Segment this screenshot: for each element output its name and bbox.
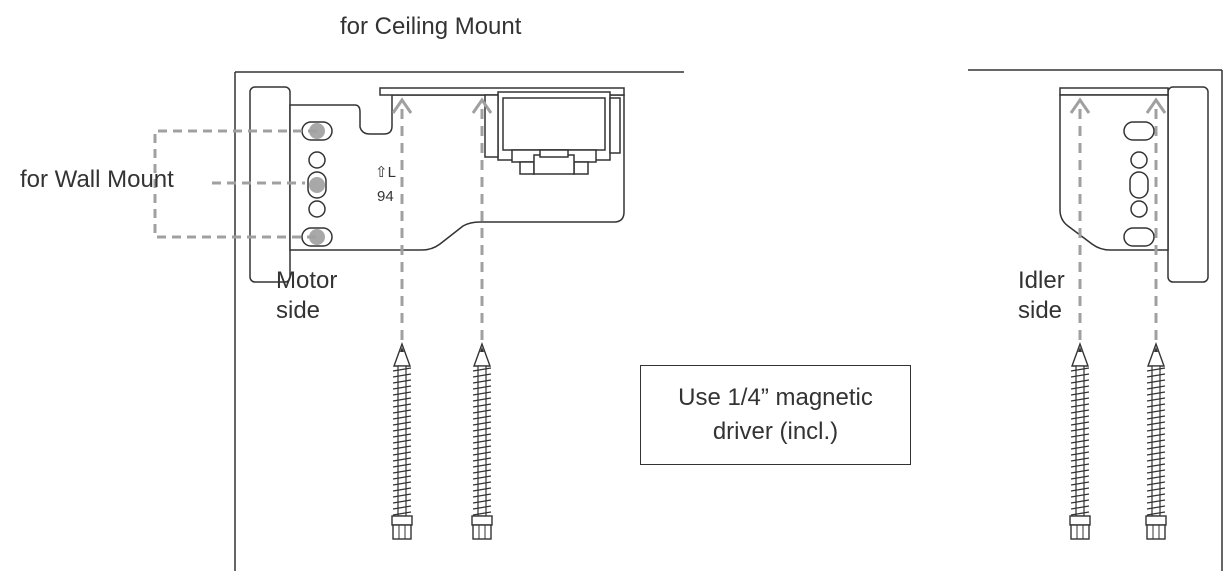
idler-side-label-line2: side	[1018, 297, 1063, 324]
idler-side-bracket	[1059, 86, 1209, 283]
screw-idler-2	[1145, 343, 1167, 540]
ceiling-mount-label: for Ceiling Mount	[340, 13, 522, 40]
driver-note-box: Use 1/4” magnetic driver (incl.)	[640, 365, 911, 465]
motor-side-label-line2: side	[276, 297, 321, 324]
driver-note-line1: Use 1/4” magnetic	[678, 384, 873, 411]
wall-mount-label: for Wall Mount	[20, 166, 174, 193]
idler-side-label: Idler side	[1018, 266, 1065, 326]
driver-note-line2: driver (incl.)	[712, 418, 839, 445]
idler-side-label-line1: Idler	[1018, 267, 1065, 294]
ceiling-mount-guides-motor	[391, 97, 493, 340]
wall-mount-guide	[153, 129, 317, 239]
motor-side-bracket	[249, 86, 625, 283]
screw-idler-1	[1069, 343, 1091, 540]
screw-motor-1	[391, 343, 413, 540]
bracket-number-marking: 94	[377, 188, 394, 205]
motor-side-label-line1: Motor	[276, 267, 338, 294]
motor-side-label: Motor side	[276, 266, 337, 326]
screw-motor-2	[471, 343, 493, 540]
bracket-arrow-marking: ⇧L	[375, 164, 396, 181]
ceiling-mount-guides-idler	[1069, 97, 1167, 340]
